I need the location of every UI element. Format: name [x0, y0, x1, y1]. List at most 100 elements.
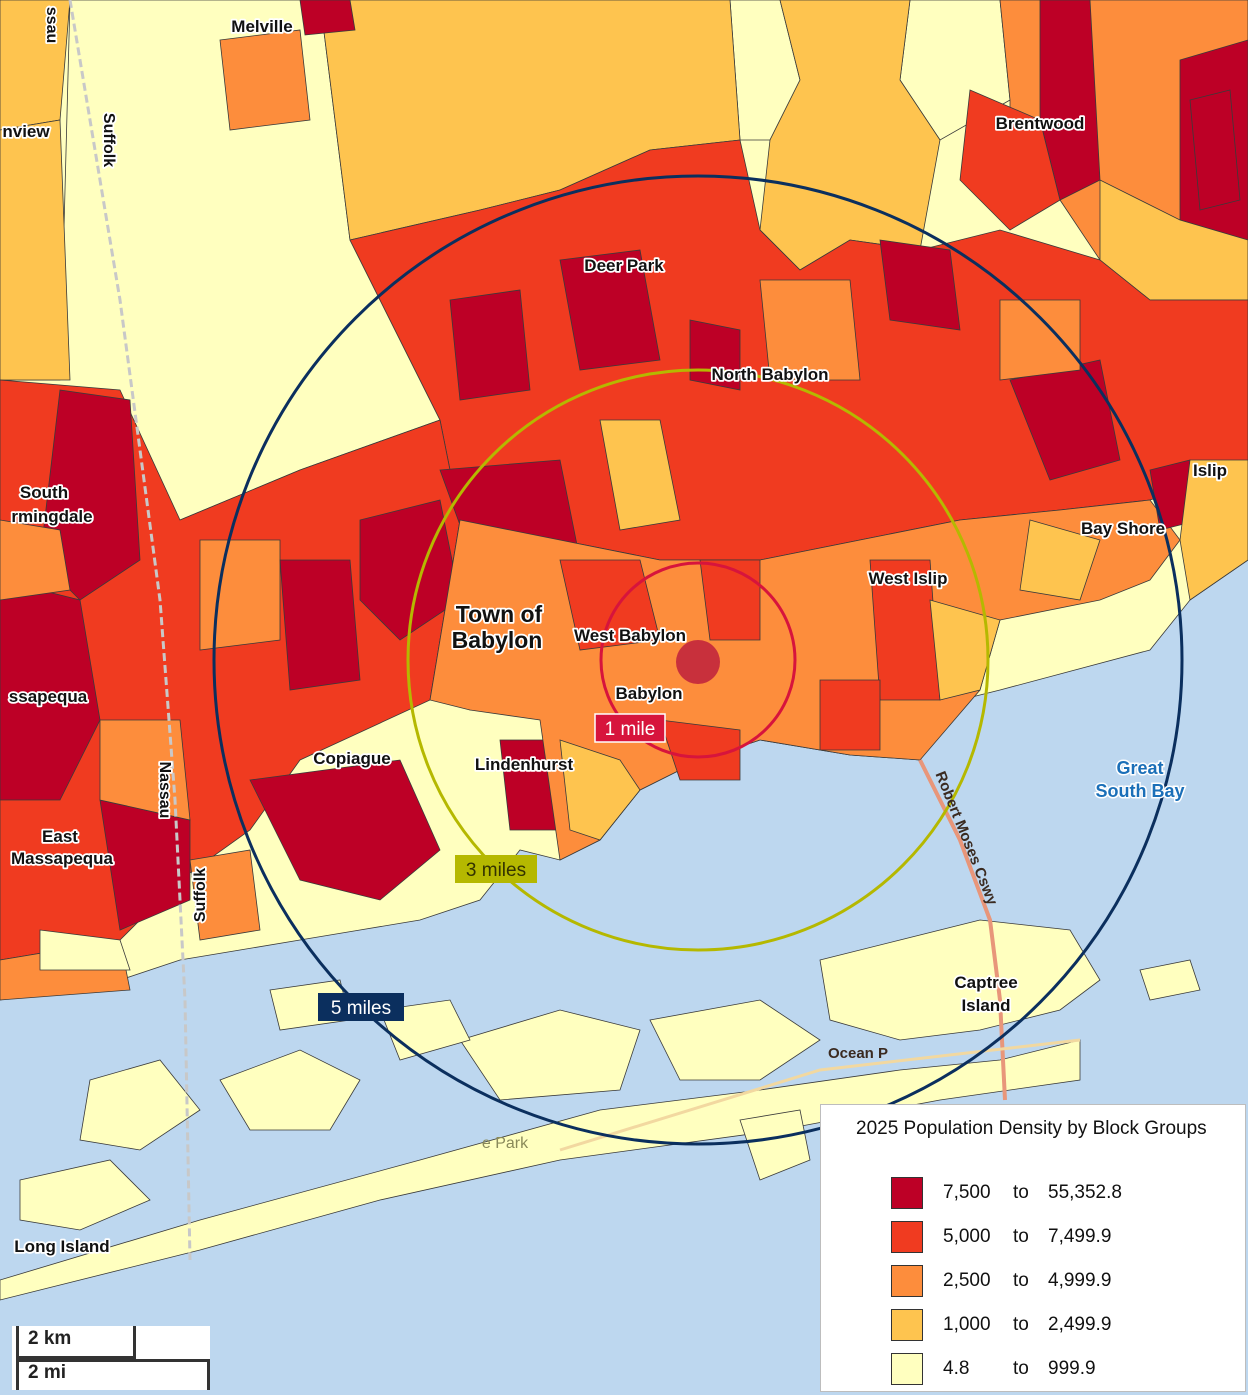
- ring-label-1-mile: 1 mile: [594, 713, 666, 743]
- place-bay-shore[interactable]: Bay Shore: [1079, 517, 1167, 540]
- legend-item: 1,000 to 2,499.9: [891, 1308, 1111, 1342]
- legend-low: 2,500: [943, 1270, 991, 1291]
- water-south-bay: South Bay: [1095, 781, 1184, 801]
- place-massapequa[interactable]: ssapequa: [7, 685, 89, 708]
- block-group-u: [0, 519, 71, 601]
- island-8: [1139, 959, 1201, 1001]
- block-group-o: [449, 289, 531, 401]
- place-copiague[interactable]: Copiague: [312, 747, 393, 770]
- block-group-al: [929, 599, 1001, 701]
- block-group-h: [959, 89, 1061, 231]
- place-babylon-village[interactable]: Babylon: [614, 682, 685, 705]
- island-5: [19, 1159, 151, 1231]
- scale-tick: [133, 1326, 136, 1358]
- legend-to: to: [1013, 1314, 1029, 1335]
- ring-label-3-miles: 3 miles: [455, 855, 537, 883]
- block-group-k: [559, 249, 661, 371]
- island-2: [459, 1009, 641, 1101]
- place-melville[interactable]: Melville: [230, 15, 295, 38]
- block-group-d: [299, 0, 356, 36]
- scale-tick: [207, 1359, 210, 1390]
- place-captree-island[interactable]: Island: [960, 994, 1013, 1017]
- place-north-babylon[interactable]: North Babylon: [710, 363, 831, 386]
- block-group-v: [199, 539, 281, 651]
- ring-5-label-text: 5 miles: [331, 998, 391, 1019]
- radius-ring-5-miles: [212, 174, 1184, 1146]
- island-3: [649, 999, 821, 1081]
- place-islip[interactable]: Islip: [1191, 459, 1229, 482]
- place-long-island[interactable]: Long Island: [13, 1235, 112, 1258]
- place-captree[interactable]: Captree: [953, 971, 1020, 994]
- scale-mi-bar: [16, 1359, 210, 1362]
- water-great: Great: [1116, 758, 1163, 778]
- block-group-ao: [819, 679, 881, 751]
- island-4: [79, 1059, 201, 1151]
- legend-to: to: [1013, 1226, 1029, 1247]
- ring-label-5-miles: 5 miles: [318, 993, 404, 1021]
- scale-tick: [16, 1326, 19, 1358]
- county-boundary: [68, 0, 192, 1261]
- block-group-ap: [659, 719, 741, 781]
- place-town-of[interactable]: Town of: [454, 599, 544, 629]
- legend-item: 4.8 to 999.9: [891, 1352, 1096, 1386]
- captree-island: [819, 919, 1101, 1041]
- radius-ring-1-mile: [599, 561, 797, 759]
- block-group-r: [0, 119, 71, 381]
- barrier-islands: [0, 919, 1201, 1301]
- legend-to: to: [1013, 1358, 1029, 1379]
- place-lindenhurst[interactable]: Lindenhurst: [473, 753, 575, 776]
- block-group-ah: [559, 559, 661, 651]
- county-nassau-top: ssau: [43, 7, 60, 43]
- legend-swatch: [891, 1265, 923, 1297]
- block-group-z: [99, 719, 191, 821]
- place-east-massapequa[interactable]: Massapequa: [9, 847, 115, 870]
- place-east[interactable]: East: [40, 825, 80, 848]
- place-labels: Melville Brentwood Deer Park North Babyl…: [1, 5, 1229, 1258]
- block-group-w: [279, 559, 361, 691]
- block-group-am: [1019, 519, 1101, 601]
- island-9: [739, 1109, 811, 1181]
- place-brentwood[interactable]: Brentwood: [994, 112, 1086, 135]
- robert-moses-causeway: [918, 759, 1007, 1101]
- radius-ring-3-miles: [406, 368, 990, 952]
- legend-swatch: [891, 1309, 923, 1341]
- block-group-ai: [699, 559, 761, 641]
- ring-1-label-text: 1 mile: [605, 719, 656, 740]
- ocean-parkway: [559, 1038, 1081, 1152]
- place-west-babylon[interactable]: West Babylon: [572, 624, 688, 647]
- park-label: e Park: [482, 1135, 529, 1152]
- legend-to: to: [1013, 1270, 1029, 1291]
- place-south[interactable]: South: [18, 481, 70, 504]
- place-farmingdale[interactable]: rmingdale: [10, 505, 95, 528]
- legend-item: 7,500 to 55,352.8: [891, 1176, 1122, 1210]
- county-suffolk-bottom: Suffolk: [192, 868, 209, 922]
- scale-bar: 2 km 2 mi: [12, 1326, 210, 1390]
- legend-item: 2,500 to 4,999.9: [891, 1264, 1111, 1298]
- legend-to: to: [1013, 1182, 1029, 1203]
- legend-high: 4,999.9: [1048, 1270, 1112, 1291]
- place-deer-park[interactable]: Deer Park: [583, 254, 666, 277]
- scale-tick: [16, 1358, 19, 1390]
- legend-swatch: [891, 1353, 923, 1385]
- scale-km-label: 2 km: [28, 1328, 72, 1349]
- block-group-p: [759, 279, 861, 381]
- legend-swatch: [891, 1221, 923, 1253]
- legend-low: 1,000: [943, 1314, 991, 1335]
- place-plainview[interactable]: nview: [1, 120, 53, 143]
- place-babylon-town[interactable]: Babylon: [450, 625, 544, 655]
- island-1: [219, 1049, 361, 1131]
- legend-high: 999.9: [1048, 1358, 1096, 1379]
- legend-low: 5,000: [943, 1226, 991, 1247]
- place-west-islip[interactable]: West Islip: [867, 567, 950, 590]
- legend-high: 7,499.9: [1048, 1226, 1112, 1247]
- ring-3-label-text: 3 miles: [466, 860, 526, 881]
- block-group-an: [559, 739, 641, 841]
- legend-low: 7,500: [943, 1182, 991, 1203]
- block-group-t: [0, 579, 101, 801]
- center-marker[interactable]: [676, 640, 720, 684]
- legend-item: 5,000 to 7,499.9: [891, 1220, 1111, 1254]
- scale-km-bar: [16, 1356, 136, 1359]
- block-group-ar: [1179, 459, 1248, 601]
- block-group-ak: [599, 419, 681, 531]
